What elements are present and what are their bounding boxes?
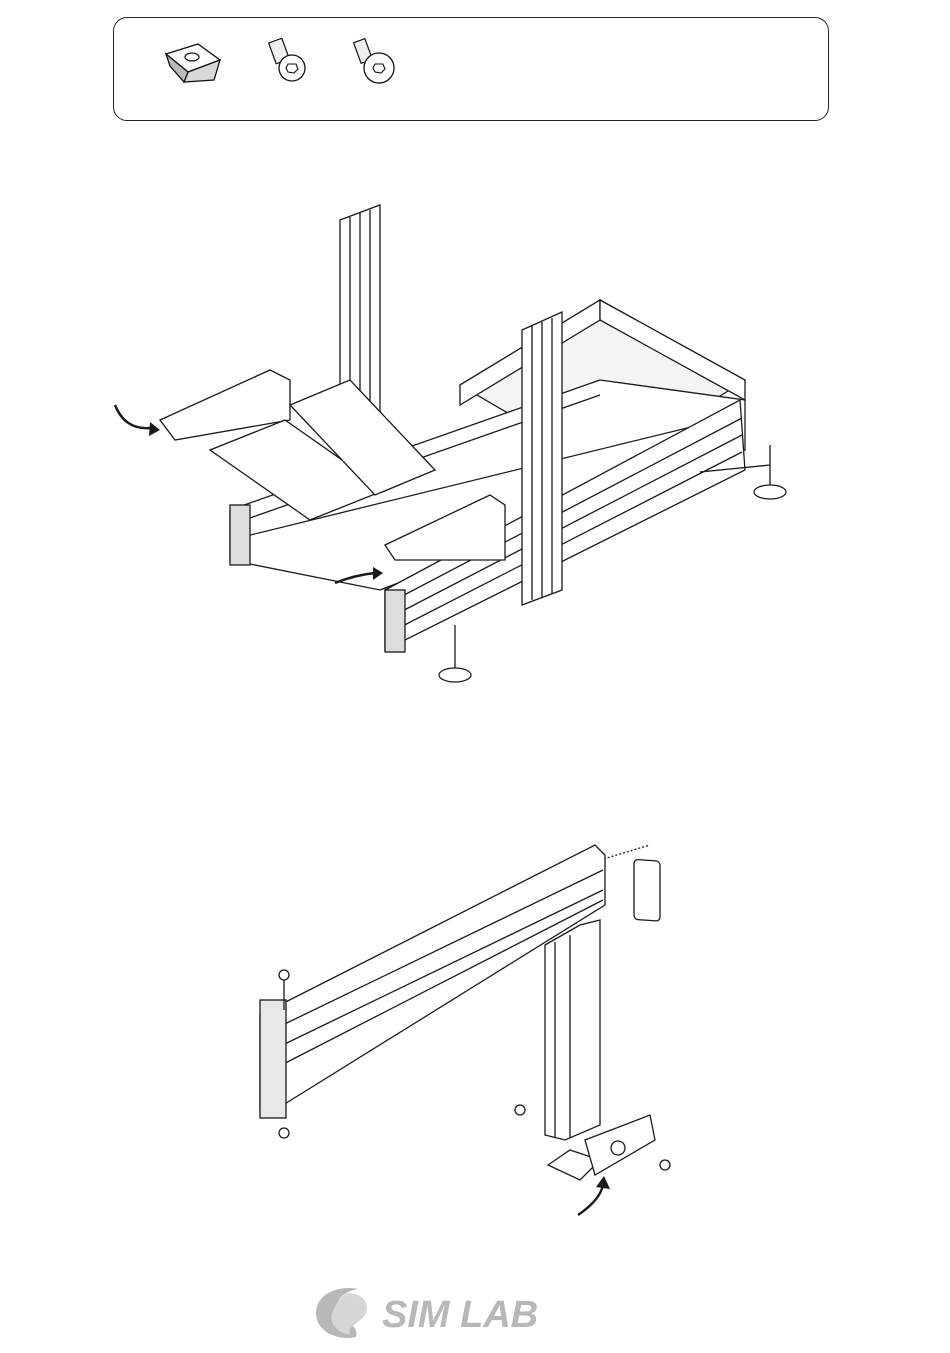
t-slot-nut-icon — [162, 40, 224, 84]
parts-legend-box — [113, 17, 829, 121]
base-frame-assembly-diagram — [0, 190, 950, 700]
logo-text: SIM LAB — [382, 1294, 538, 1336]
sim-lab-logo: SIM LAB — [310, 1283, 640, 1343]
upright-assembly-diagram — [0, 810, 950, 1230]
socket-head-cap-screw-icon — [264, 36, 310, 88]
countersunk-screw-icon — [349, 36, 399, 88]
